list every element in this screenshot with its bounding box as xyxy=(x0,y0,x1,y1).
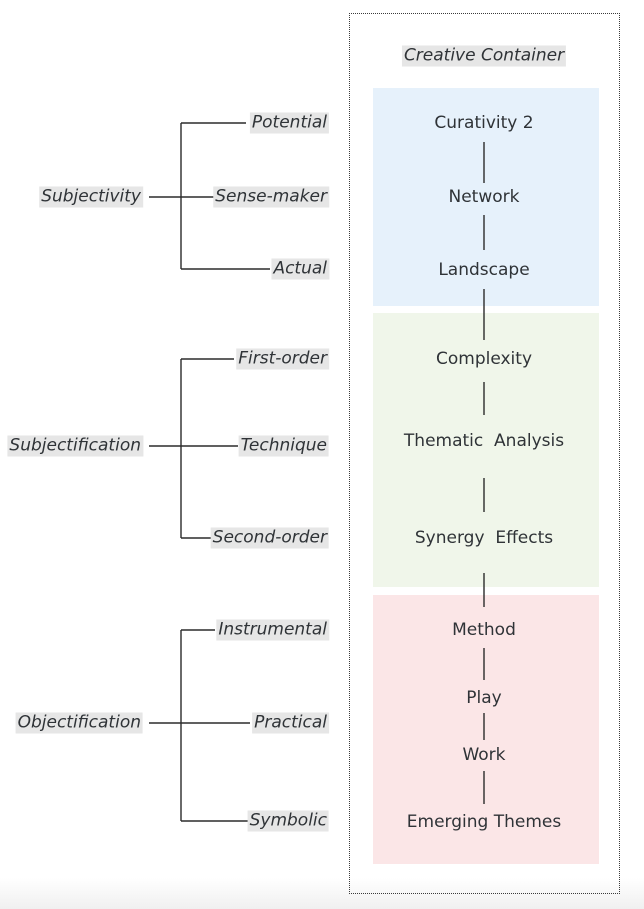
node-synergy-effects: Synergy Effects xyxy=(414,528,554,548)
child-actual: Actual xyxy=(271,258,329,280)
child-symbolic: Symbolic xyxy=(247,810,329,832)
node-method: Method xyxy=(452,620,516,640)
child-practical: Practical xyxy=(252,712,329,734)
group-subjectification: Subjectification xyxy=(7,435,143,457)
child-second-order: Second-order xyxy=(210,527,329,549)
node-play: Play xyxy=(466,688,502,708)
creative-container-frame xyxy=(349,13,620,894)
blue-band xyxy=(373,88,599,306)
green-band xyxy=(373,313,599,587)
node-emerging-themes: Emerging Themes xyxy=(406,812,562,832)
container-title: Creative Container xyxy=(401,45,567,67)
node-curativity: Curativity 2 xyxy=(434,113,534,133)
node-thematic-analysis: Thematic Analysis xyxy=(403,431,565,451)
group-subjectivity: Subjectivity xyxy=(39,186,143,208)
child-technique: Technique xyxy=(238,435,329,457)
child-sense-maker: Sense-maker xyxy=(213,186,329,208)
node-network: Network xyxy=(448,187,520,207)
node-landscape: Landscape xyxy=(438,260,530,280)
group-objectification: Objectification xyxy=(15,712,143,734)
node-complexity: Complexity xyxy=(435,349,533,369)
child-potential: Potential xyxy=(249,112,329,134)
node-work: Work xyxy=(462,745,506,765)
child-instrumental: Instrumental xyxy=(216,619,329,641)
child-first-order: First-order xyxy=(236,348,329,370)
red-band xyxy=(373,595,599,864)
